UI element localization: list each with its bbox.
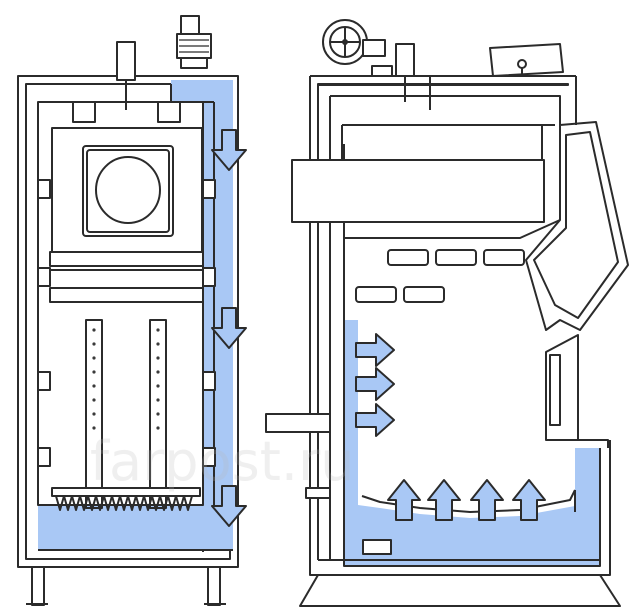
front-flue-pipe bbox=[116, 41, 136, 81]
fan-icon bbox=[176, 15, 212, 69]
side-water-left bbox=[344, 320, 358, 510]
front-water-top bbox=[171, 80, 211, 102]
side-flue-pipe bbox=[395, 43, 415, 77]
front-door-window bbox=[95, 156, 161, 224]
front-firebox-frame bbox=[37, 101, 204, 506]
side-return-pipe bbox=[265, 413, 331, 433]
side-section-view bbox=[265, 19, 629, 607]
front-air-column-left bbox=[85, 319, 103, 509]
down-arrow-icon bbox=[211, 307, 247, 349]
front-grate bbox=[51, 487, 201, 497]
up-arrow-icon bbox=[427, 479, 461, 521]
down-arrow-icon bbox=[211, 485, 247, 527]
front-air-holes bbox=[92, 328, 160, 430]
right-arrow-icon bbox=[355, 367, 395, 401]
side-control-box bbox=[489, 43, 564, 77]
side-drain-hatch bbox=[362, 539, 392, 555]
front-section-view bbox=[17, 15, 247, 606]
up-arrow-icon bbox=[512, 479, 546, 521]
front-leg-right bbox=[207, 566, 221, 606]
side-base bbox=[299, 574, 621, 607]
right-arrow-icon bbox=[355, 333, 395, 367]
fan-icon bbox=[322, 19, 393, 77]
up-arrow-icon bbox=[470, 479, 504, 521]
down-arrow-icon bbox=[211, 129, 247, 171]
watermark-text: farpost.ru bbox=[90, 430, 355, 493]
side-flue-duct bbox=[291, 159, 545, 223]
front-leg-left bbox=[31, 566, 45, 606]
side-loading-door bbox=[525, 121, 629, 331]
right-arrow-icon bbox=[355, 403, 395, 437]
up-arrow-icon bbox=[387, 479, 421, 521]
front-air-column-right bbox=[149, 319, 167, 509]
front-water-bottom bbox=[38, 505, 233, 550]
